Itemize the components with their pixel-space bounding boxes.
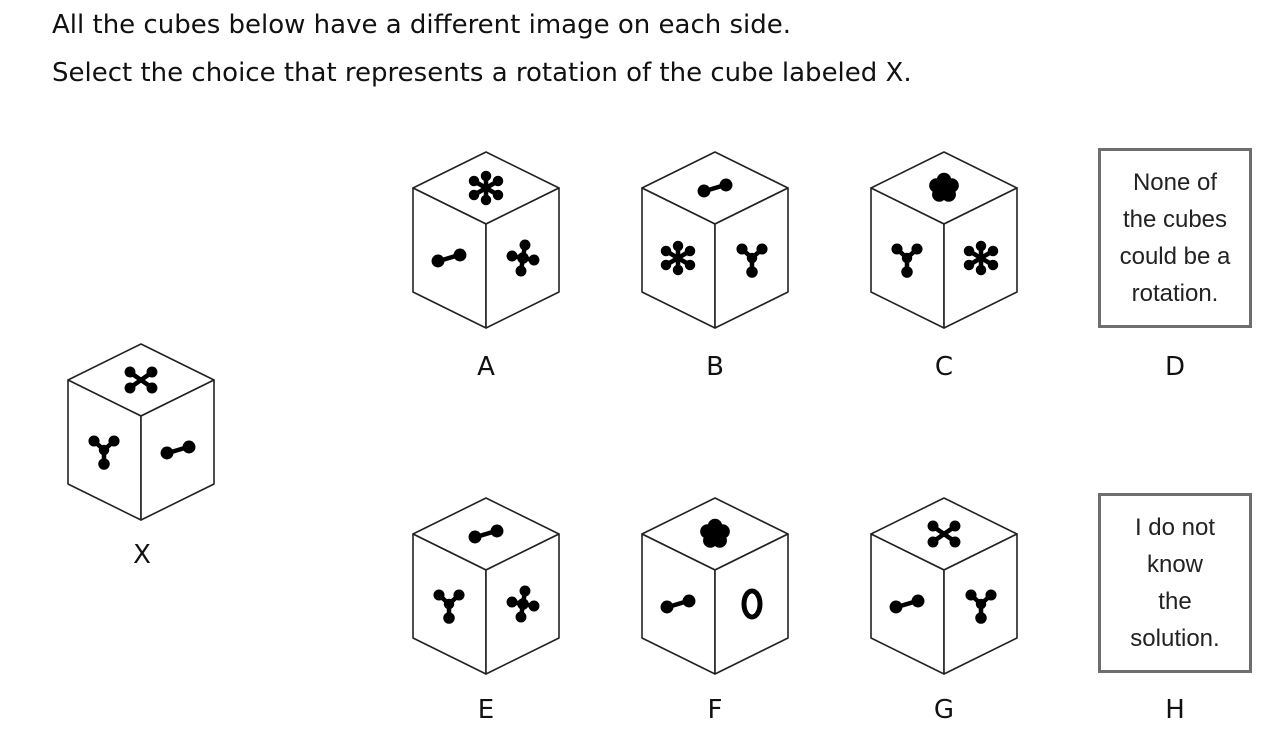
instruction-line-2: Select the choice that represents a rota… [52,58,912,88]
four-arm-splat-icon [506,585,540,623]
dumbbell-icon [431,248,467,268]
three-prong-icon [736,243,768,278]
choice-f-cube[interactable] [640,496,790,676]
choice-g-cube[interactable] [869,496,1019,676]
six-arm-splat-icon [468,170,504,206]
choice-a-label[interactable]: A [477,352,495,382]
choice-d-box[interactable]: None of the cubes could be a rotation. [1098,148,1252,328]
dumbbell-icon [468,524,504,544]
flower-icon [700,518,730,548]
choice-h-text-line: the [1158,588,1192,615]
choice-g-label[interactable]: G [933,695,955,725]
three-prong-icon [891,243,923,278]
choice-a-cube[interactable] [411,150,561,330]
cube-drawing [641,497,789,675]
three-prong-icon [965,589,997,624]
choice-h-text-line: solution. [1130,625,1220,652]
choice-h-text-line: know [1146,551,1203,578]
cube-right-face [714,533,789,675]
six-arm-splat-icon [660,240,696,276]
choice-h-box[interactable]: I do not know the solution. [1098,493,1252,673]
ring-icon [741,588,763,620]
dumbbell-icon [160,440,196,460]
choice-d-label[interactable]: D [1164,352,1186,382]
choice-d-text-line: could be a [1119,243,1231,270]
choice-b-label[interactable]: B [706,352,724,382]
choice-c-cube[interactable] [869,150,1019,330]
choice-d-text-line: rotation. [1131,280,1219,307]
choice-h-label[interactable]: H [1165,695,1185,725]
x-cross-icon [927,520,961,548]
instruction-line-1: All the cubes below have a different ima… [52,10,792,40]
flower-icon [929,172,959,202]
choice-e-cube[interactable] [411,496,561,676]
cube-drawing [67,343,215,521]
four-arm-splat-icon [506,239,540,277]
dumbbell-icon [889,594,925,614]
choice-b-cube[interactable] [640,150,790,330]
choice-h-text-line: I do not [1134,514,1216,541]
choice-d-text-line: None of [1132,169,1218,196]
three-prong-icon [88,435,120,470]
x-cross-icon [124,366,158,394]
target-cube-label: X [133,540,151,570]
cube-drawing [412,151,560,329]
target-cube [66,342,216,522]
choice-d-text-line: the cubes [1122,206,1228,233]
cube-drawing [870,497,1018,675]
cube-drawing [412,497,560,675]
choice-f-label[interactable]: F [707,695,723,725]
three-prong-icon [433,589,465,624]
dumbbell-icon [697,178,733,198]
dumbbell-icon [660,594,696,614]
cube-drawing [870,151,1018,329]
six-arm-splat-icon [963,240,999,276]
choice-c-label[interactable]: C [934,352,954,382]
cube-drawing [641,151,789,329]
choice-e-label[interactable]: E [477,695,495,725]
